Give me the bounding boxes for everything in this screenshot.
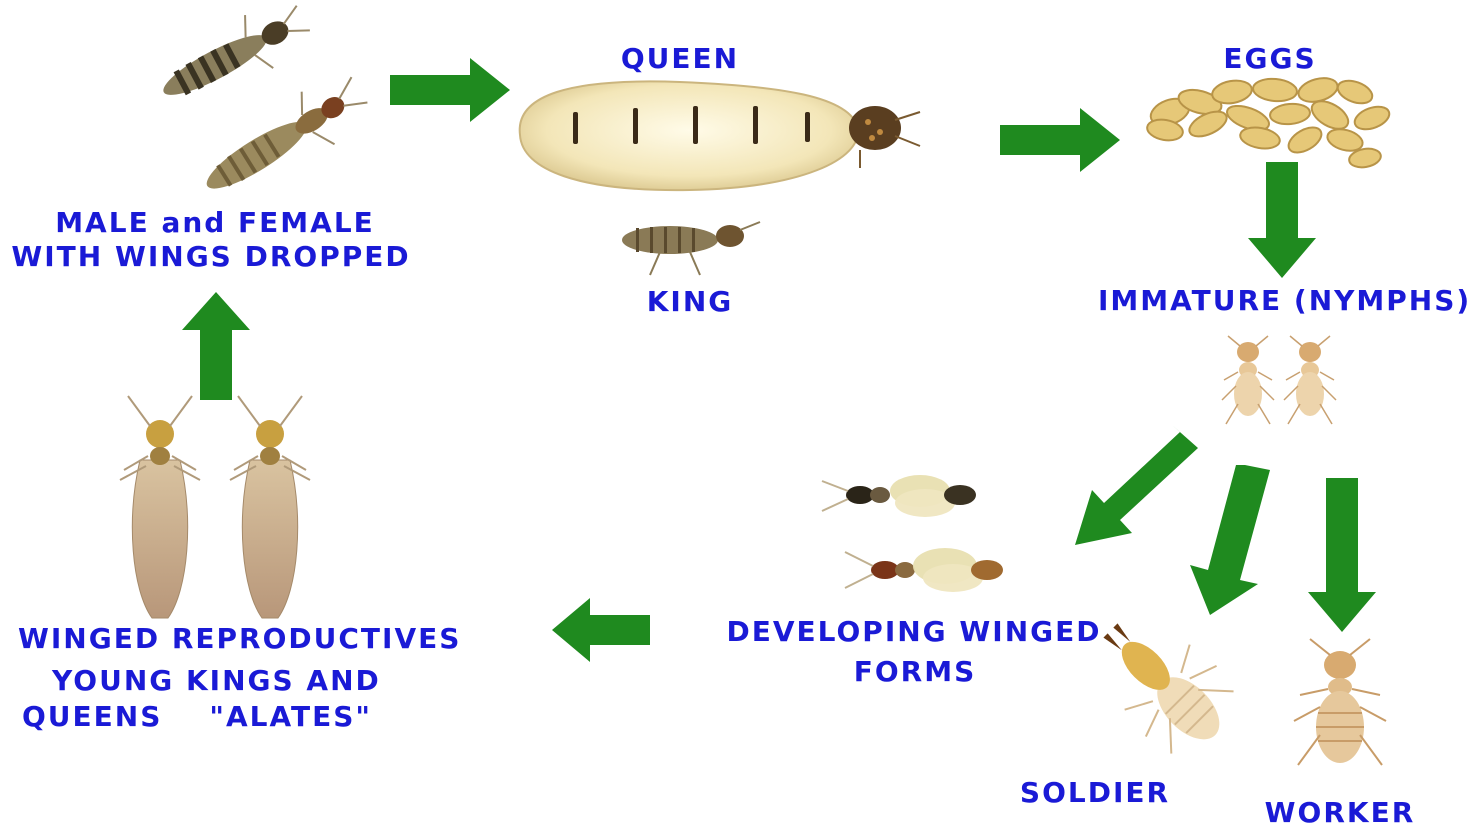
label-male-female-line1: MALE and FEMALE	[20, 206, 410, 240]
worker-termite-icon	[1294, 639, 1386, 765]
label-alates-line3: QUEENS "ALATES"	[22, 700, 372, 734]
arrow-to-alates	[552, 598, 650, 662]
king-termite-icon	[622, 222, 760, 275]
label-developing-line1: DEVELOPING WINGED	[718, 615, 1110, 649]
label-king: KING	[620, 285, 760, 319]
dealate-pair-icon	[150, 0, 377, 213]
label-alates-line2: YOUNG KINGS AND	[52, 664, 381, 698]
label-worker: WORKER	[1255, 796, 1425, 830]
arrow-down-to-nymphs	[1248, 162, 1316, 278]
nymphs-icon	[1222, 336, 1336, 424]
label-male-female-line2: WITH WINGS DROPPED	[6, 240, 416, 274]
developing-winged-icon	[822, 475, 1003, 592]
label-developing-line2: FORMS	[820, 655, 1010, 689]
arrow-to-worker	[1308, 478, 1376, 632]
label-queen: QUEEN	[600, 42, 760, 76]
arrow-to-eggs	[1000, 108, 1120, 172]
arrow-to-queen	[390, 58, 510, 122]
label-immature: IMMATURE (NYMPHS)	[1098, 284, 1467, 318]
queen-termite-icon	[520, 81, 920, 190]
arrow-up-to-pair	[182, 292, 250, 400]
arrow-to-soldier	[1190, 465, 1270, 615]
label-eggs: EGGS	[1200, 42, 1340, 76]
alates-icon	[120, 396, 310, 618]
arrow-to-developing	[1075, 425, 1198, 545]
eggs-icon	[1146, 74, 1393, 169]
label-alates-line1: WINGED REPRODUCTIVES	[18, 622, 461, 656]
label-soldier: SOLDIER	[1010, 776, 1180, 810]
